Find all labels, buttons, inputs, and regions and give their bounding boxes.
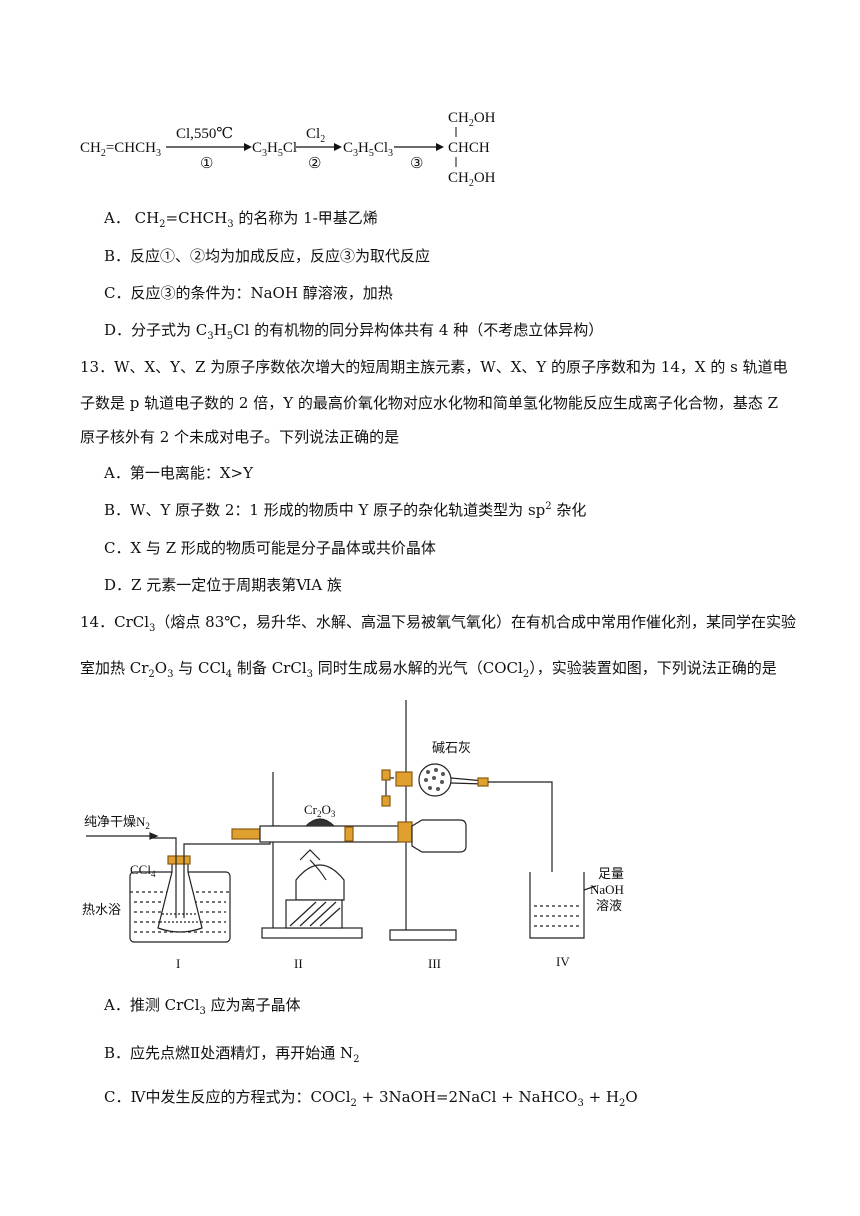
apparatus-1-stopper xyxy=(167,855,191,865)
step2-arrowhead xyxy=(334,143,342,151)
apparatus-diagram: 纯净干燥N2 CCl4 热水浴 Cr2O3 碱石灰 足量 NaOH 溶液 I I… xyxy=(82,700,624,971)
q14-stem-line1: 14．CrCl3（熔点 83℃，易升华、水解、高温下易被氧气氧化）在有机合成中常… xyxy=(80,613,797,634)
joint-2 xyxy=(397,821,413,843)
bath-label: 热水浴 xyxy=(82,902,121,917)
q14-option-c: C．Ⅳ中发生反应的方程式为：COCl2 + 3NaOH=2NaCl + NaHC… xyxy=(104,1088,638,1109)
q14-option-b: B．应先点燃Ⅱ处酒精灯，再开始通 N2 xyxy=(104,1044,360,1065)
step1-arrowhead xyxy=(244,143,252,151)
q12-option-a: A． CH2=CHCH3 的名称为 1-甲基乙烯 xyxy=(104,209,378,230)
q12-option-c: C．反应③的条件为：NaOH 醇溶液，加热 xyxy=(104,284,393,302)
step3-number: ③ xyxy=(410,156,423,172)
roman-label-2: II xyxy=(294,956,303,971)
roman-label-4: IV xyxy=(556,954,570,969)
q13-stem-line2: 子数是 p 轨道电子数的 2 倍，Y 的最高价氧化物对应水化物和简单氢化物能反应… xyxy=(80,394,779,412)
cr2o3-solid xyxy=(305,818,335,827)
q13-option-b: B．W、Y 原子数 2：1 形成的物质中 Y 原子的杂化轨道类型为 sp2 杂化 xyxy=(104,501,587,519)
soda-lime-label: 碱石灰 xyxy=(432,740,471,755)
reaction-scheme: CH2=CHCH3 Cl,550℃ ① C3H5Cl Cl2 ② C3H5Cl3… xyxy=(80,110,496,189)
step2-number: ② xyxy=(308,156,321,172)
product-middle: CHCH xyxy=(448,140,490,156)
joint-1 xyxy=(231,828,261,840)
naoh-label-2: NaOH xyxy=(590,882,624,897)
apparatus-1-flask xyxy=(157,862,203,933)
cr2o3-label: Cr2O3 xyxy=(304,802,336,819)
naoh-label-1: 足量 xyxy=(598,866,624,881)
ccl4-label: CCl4 xyxy=(130,862,156,879)
intermediate-2: C3H5Cl3 xyxy=(343,140,393,159)
q12-option-d: D．分子式为 C3H5Cl 的有机物的同分异构体共有 4 种（不考虑立体异构） xyxy=(104,321,604,342)
step3-arrowhead xyxy=(436,143,444,151)
reaction-tube xyxy=(259,825,401,843)
intermediate-1: C3H5Cl xyxy=(252,140,297,159)
collection-flask xyxy=(411,819,467,853)
q13-stem-line3: 原子核外有 2 个未成对电子。下列说法正确的是 xyxy=(80,428,400,446)
naoh-label-3: 溶液 xyxy=(596,898,622,913)
product-top: CH2OH xyxy=(448,110,496,129)
roman-label-1: I xyxy=(176,956,180,971)
q13-stem-line1: 13．W、X、Y、Z 为原子序数依次增大的短周期主族元素，W、X、Y 的原子序数… xyxy=(80,358,788,376)
q13-option-a: A．第一电离能：X>Y xyxy=(104,464,253,482)
alcohol-lamp xyxy=(295,849,345,901)
step1-condition: Cl,550℃ xyxy=(176,126,233,142)
product-bottom: CH2OH xyxy=(448,170,496,189)
step2-condition: Cl2 xyxy=(306,126,325,145)
scheme-reactant: CH2=CHCH3 xyxy=(80,140,161,159)
q13-option-d: D．Z 元素一定位于周期表第ⅥA 族 xyxy=(104,576,342,594)
q14-stem-line2: 室加热 Cr2O3 与 CCl4 制备 CrCl3 同时生成易水解的光气（COC… xyxy=(80,659,777,680)
apparatus-4-beaker xyxy=(529,872,585,939)
step1-number: ① xyxy=(200,156,213,172)
q13-option-c: C．X 与 Z 形成的物质可能是分子晶体或共价晶体 xyxy=(104,539,436,557)
roman-label-3: III xyxy=(428,956,441,971)
n2-label: 纯净干燥N2 xyxy=(84,814,150,831)
q12-option-b: B．反应①、②均为加成反应，反应③为取代反应 xyxy=(104,247,431,265)
q14-option-a: A．推测 CrCl3 应为离子晶体 xyxy=(104,996,301,1017)
n2-inlet-tube xyxy=(150,837,177,918)
